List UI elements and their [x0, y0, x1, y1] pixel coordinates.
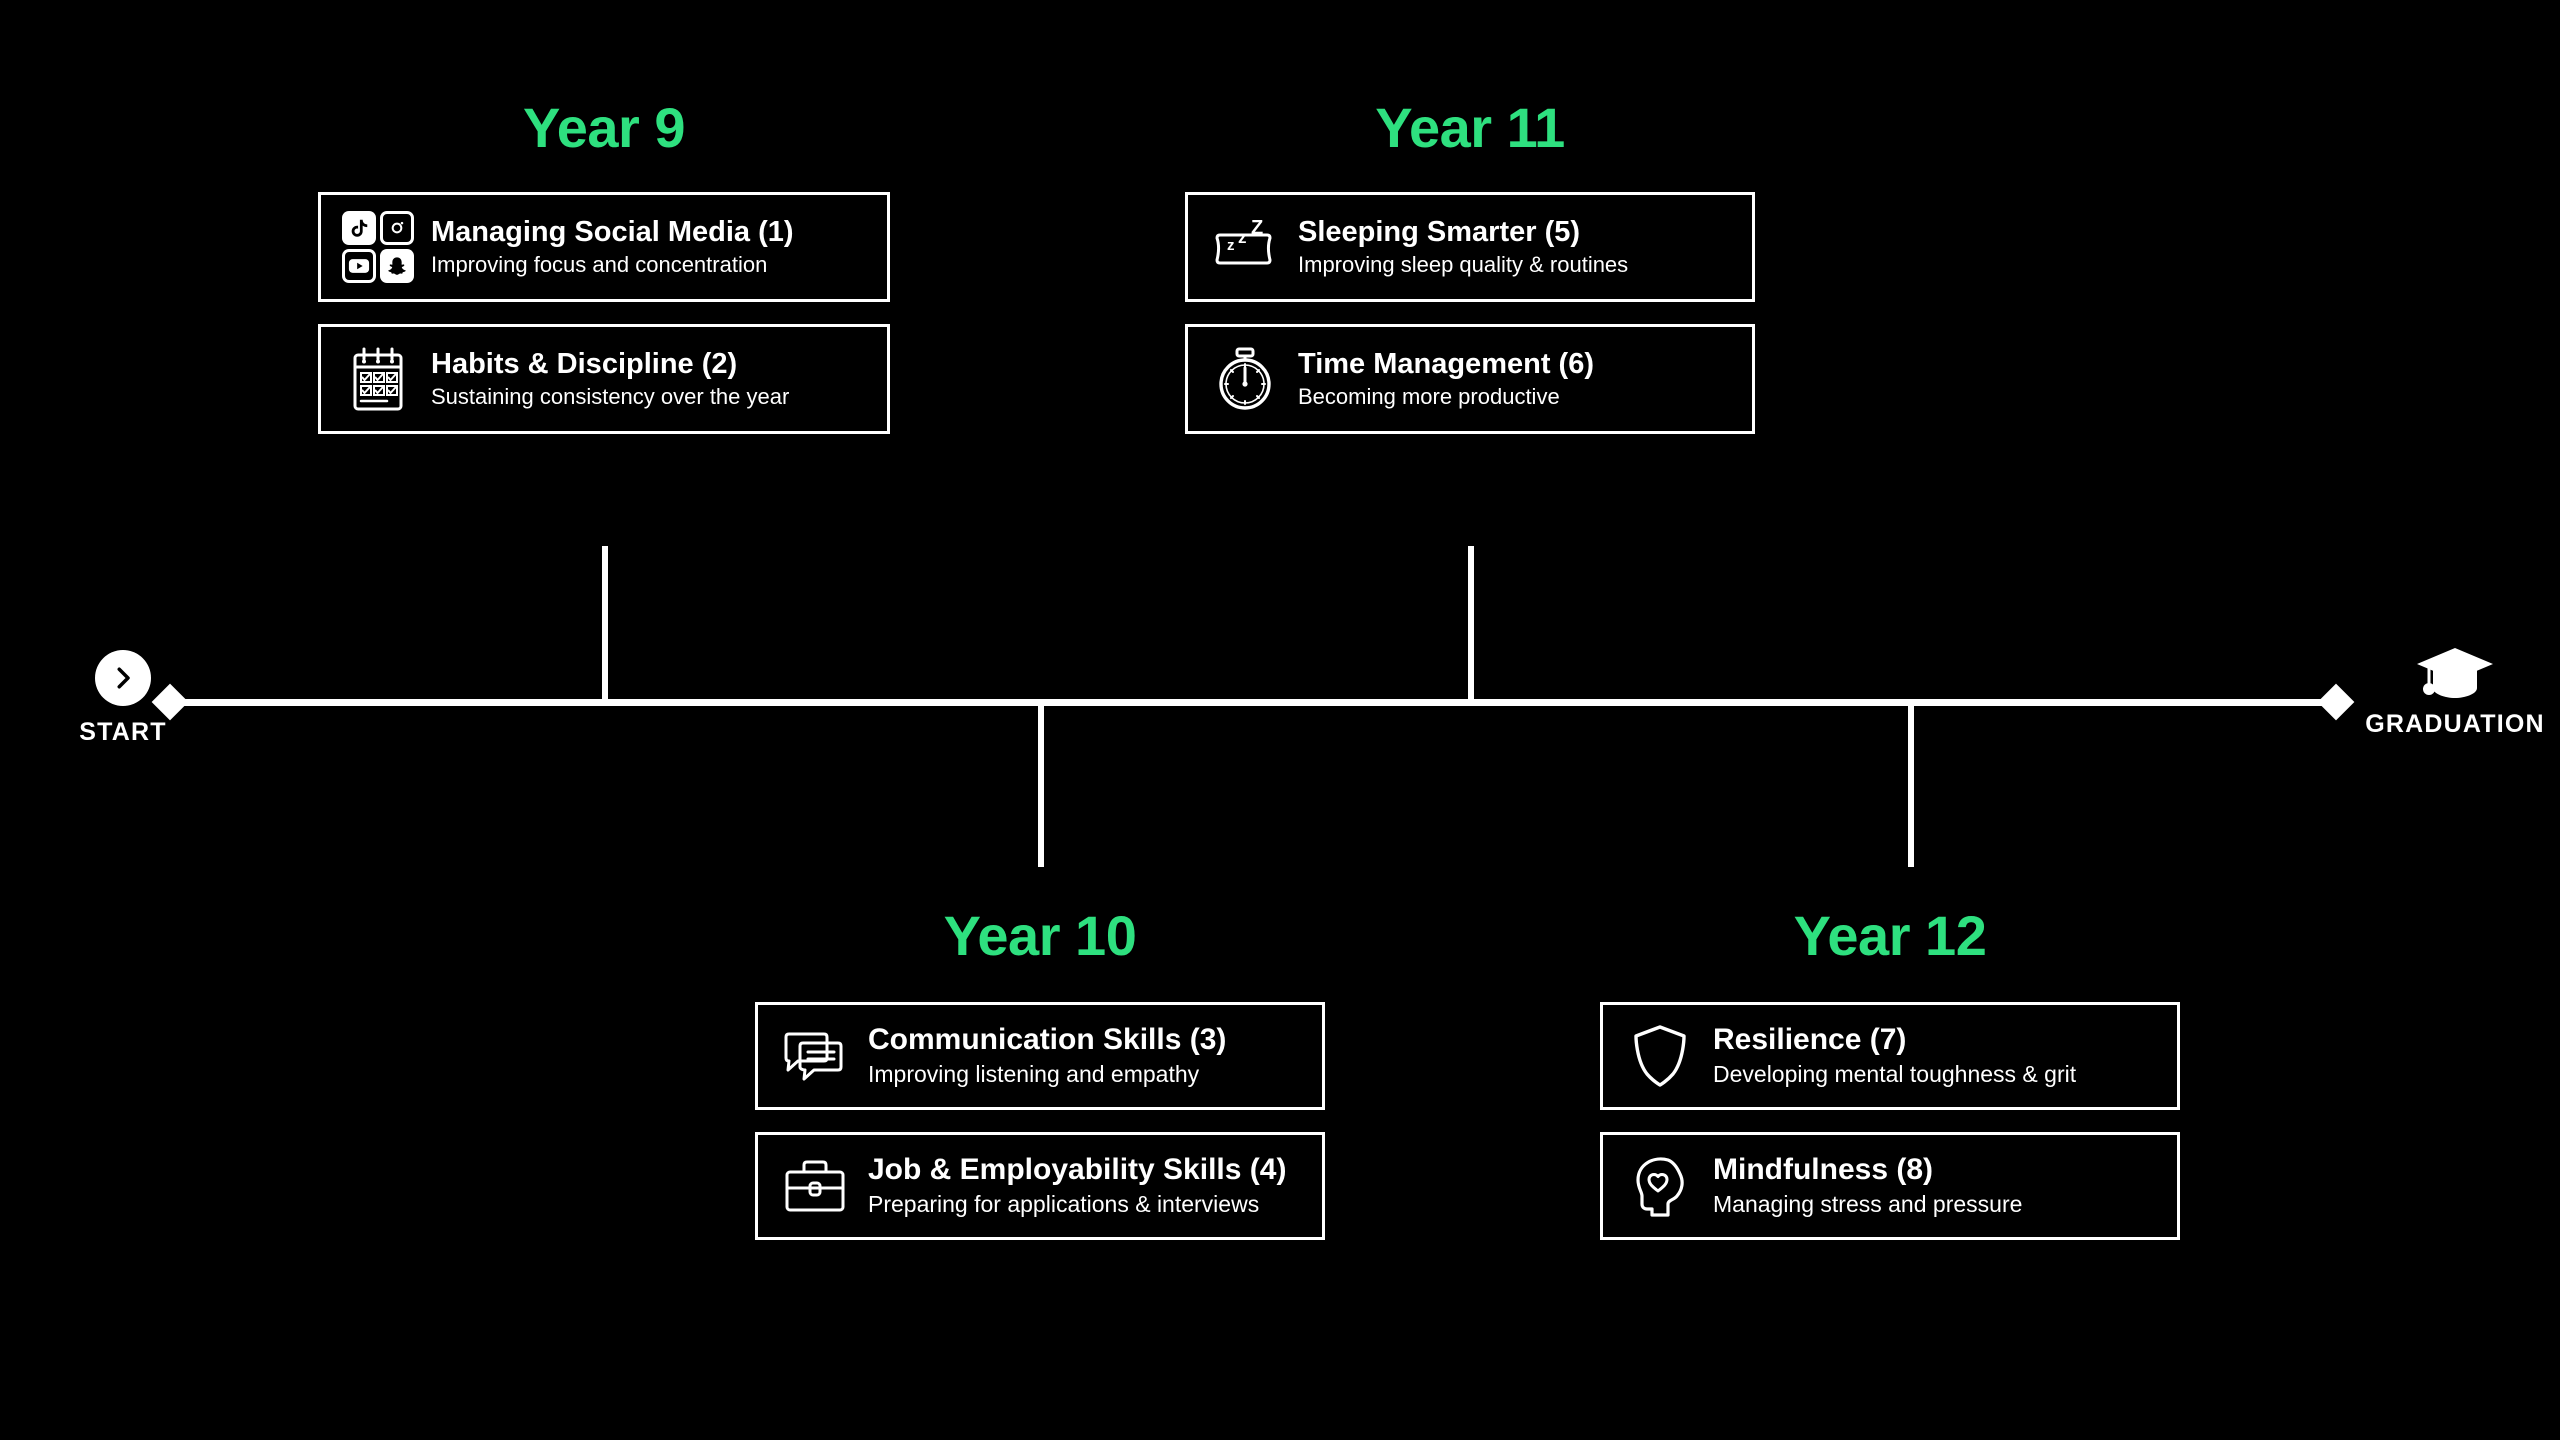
chevron-right-circle-icon — [95, 650, 151, 706]
graduation-cap-icon — [2355, 642, 2555, 704]
instagram-icon — [380, 211, 414, 245]
svg-text:z: z — [1238, 228, 1247, 247]
card-subtitle: Improving listening and empathy — [868, 1060, 1200, 1087]
briefcase-icon — [776, 1147, 854, 1225]
card-subtitle: Improving sleep quality & routines — [1298, 251, 1629, 277]
card-title: Managing Social Media (1) — [431, 215, 794, 248]
graduation-label: GRADUATION — [2365, 710, 2545, 738]
card-list-year-12: Resilience (7) Developing mental toughne… — [1600, 1002, 2180, 1240]
tiktok-icon — [342, 211, 376, 245]
card-title: Communication Skills (3) — [868, 1023, 1227, 1057]
social-media-icons — [339, 208, 417, 286]
card-subtitle: Becoming more productive — [1298, 383, 1560, 409]
svg-text:Z: Z — [1251, 217, 1263, 239]
year-title-year-11: Year 11 — [1375, 96, 1565, 159]
year-title-year-12: Year 12 — [1793, 904, 1987, 967]
card-habits-discipline[interactable]: Habits & Discipline (2) Sustaining consi… — [318, 324, 890, 434]
year-group-year-9: Year 9 — [318, 100, 890, 434]
shield-icon — [1621, 1017, 1699, 1095]
start-label: START — [79, 718, 167, 746]
card-list-year-11: z z Z Sleeping Smarter (5) Improving sle… — [1185, 192, 1755, 434]
card-list-year-9: Managing Social Media (1) Improving focu… — [318, 192, 890, 434]
year-group-year-12: Year 12 Resilience (7) Developing mental… — [1600, 908, 2180, 1240]
year-group-year-11: Year 11 z z Z Sleeping Smarter (5) Impro… — [1185, 100, 1755, 434]
card-mindfulness[interactable]: Mindfulness (8) Managing stress and pres… — [1600, 1132, 2180, 1240]
card-resilience[interactable]: Resilience (7) Developing mental toughne… — [1600, 1002, 2180, 1110]
youtube-icon — [342, 249, 376, 283]
card-title: Sleeping Smarter (5) — [1298, 215, 1581, 248]
card-sleeping-smarter[interactable]: z z Z Sleeping Smarter (5) Improving sle… — [1185, 192, 1755, 302]
card-subtitle: Managing stress and pressure — [1713, 1190, 2023, 1217]
snapchat-icon — [380, 249, 414, 283]
head-heart-icon — [1621, 1147, 1699, 1225]
year-title-year-10: Year 10 — [943, 904, 1137, 967]
card-subtitle: Preparing for applications & interviews — [868, 1190, 1260, 1217]
card-time-management[interactable]: Time Management (6) Becoming more produc… — [1185, 324, 1755, 434]
connector-year-9 — [602, 546, 608, 702]
graduation-marker[interactable]: GRADUATION — [2355, 642, 2555, 739]
card-managing-social-media[interactable]: Managing Social Media (1) Improving focu… — [318, 192, 890, 302]
start-marker[interactable]: START — [58, 650, 188, 747]
timeline-end-node — [2317, 683, 2355, 721]
card-job-employability-skills[interactable]: Job & Employability Skills (4) Preparing… — [755, 1132, 1325, 1240]
connector-year-12 — [1908, 702, 1914, 867]
card-title: Resilience (7) — [1713, 1023, 1907, 1057]
card-subtitle: Sustaining consistency over the year — [431, 383, 790, 409]
connector-year-11 — [1468, 546, 1474, 702]
year-group-year-10: Year 10 Communication Skills (3) Improvi… — [755, 908, 1325, 1240]
svg-text:z: z — [1227, 237, 1235, 254]
card-title: Habits & Discipline (2) — [431, 347, 738, 380]
card-subtitle: Improving focus and concentration — [431, 251, 768, 277]
card-title: Job & Employability Skills (4) — [868, 1153, 1287, 1187]
year-title-year-9: Year 9 — [522, 96, 686, 159]
calendar-checklist-icon — [339, 340, 417, 418]
stopwatch-icon — [1206, 340, 1284, 418]
timeline-axis — [170, 699, 2336, 706]
card-communication-skills[interactable]: Communication Skills (3) Improving liste… — [755, 1002, 1325, 1110]
card-list-year-10: Communication Skills (3) Improving liste… — [755, 1002, 1325, 1240]
card-subtitle: Developing mental toughness & grit — [1713, 1060, 2077, 1087]
pillow-zzz-icon: z z Z — [1206, 208, 1284, 286]
card-title: Mindfulness (8) — [1713, 1153, 1934, 1187]
connector-year-10 — [1038, 702, 1044, 867]
speech-bubbles-icon — [776, 1017, 854, 1095]
card-title: Time Management (6) — [1298, 347, 1594, 380]
